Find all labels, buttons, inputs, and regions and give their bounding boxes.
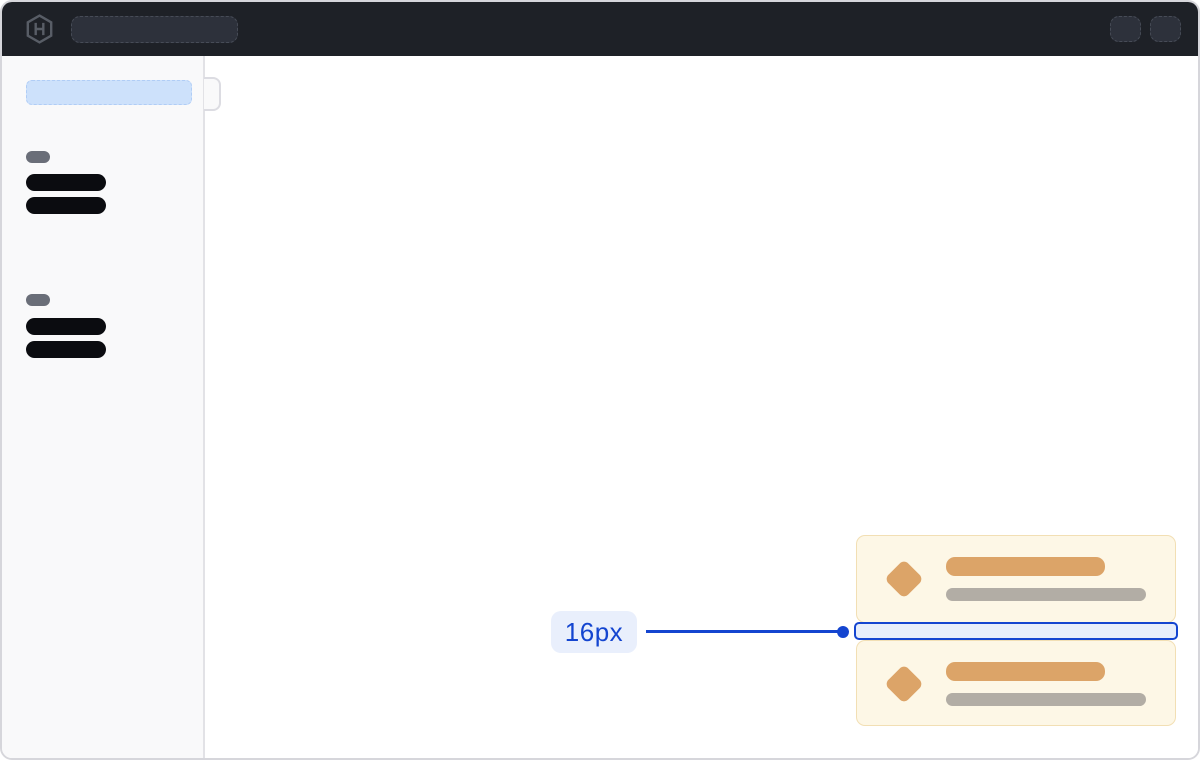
sidebar-active-item-placeholder[interactable] (26, 80, 192, 105)
card-title-placeholder (946, 662, 1105, 681)
diamond-icon (884, 664, 924, 704)
logo-wrap (26, 14, 53, 44)
sidebar (2, 56, 205, 758)
sidebar-section-label-placeholder (26, 151, 50, 163)
card-subtitle-placeholder (946, 588, 1146, 601)
navbar-search-placeholder[interactable] (71, 15, 238, 43)
main-content: 16px (207, 56, 1198, 758)
navbar-action-placeholder-1[interactable] (1110, 16, 1141, 42)
diamond-icon (884, 559, 924, 599)
navbar-actions (1110, 16, 1181, 42)
navbar-action-placeholder-2[interactable] (1150, 16, 1181, 42)
top-navbar (2, 2, 1198, 56)
sidebar-nav-item-placeholder[interactable] (26, 318, 106, 335)
card-2[interactable] (856, 640, 1176, 726)
spacing-gap-highlight (854, 622, 1178, 640)
card-1[interactable] (856, 535, 1176, 623)
card-title-placeholder (946, 557, 1105, 576)
annotation-connector-dot (837, 626, 849, 638)
card-subtitle-placeholder (946, 693, 1146, 706)
sidebar-nav-item-placeholder[interactable] (26, 341, 106, 358)
annotation-connector-line (646, 630, 842, 633)
sidebar-collapse-handle[interactable] (204, 77, 221, 111)
hashicorp-logo-icon (26, 14, 53, 44)
sidebar-section-label-placeholder (26, 294, 50, 306)
sidebar-nav-item-placeholder[interactable] (26, 174, 106, 191)
sidebar-nav-item-placeholder[interactable] (26, 197, 106, 214)
spacing-annotation-label: 16px (551, 611, 637, 653)
